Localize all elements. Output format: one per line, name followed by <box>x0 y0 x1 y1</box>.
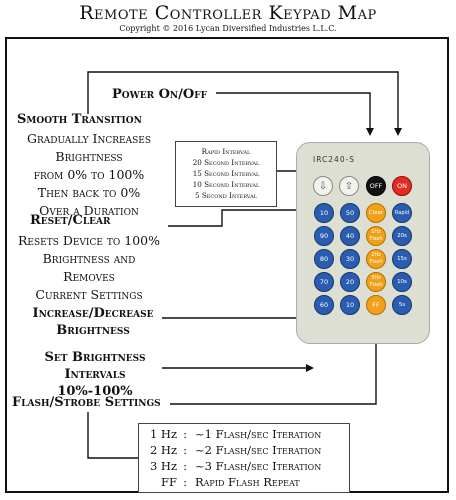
setbr-line: Set Brightness <box>44 350 146 365</box>
reset-clear-heading: Reset/Clear <box>30 213 111 228</box>
interval-legend-item: 5 Second Interval <box>194 191 257 200</box>
interval-legend-item: 15 Second Interval <box>192 169 260 178</box>
page-title: Remote Controller Keypad Map <box>79 2 377 24</box>
flash-row: 2 Hz : ~2 Flash/sec Iteration <box>139 443 349 459</box>
flash-value: ~3 Flash/sec Iteration <box>195 459 322 473</box>
brightness-key[interactable]: 90 <box>314 226 334 246</box>
flash-2hz-button[interactable]: 2Hz Flash <box>366 249 386 269</box>
line-flash-table <box>87 412 138 459</box>
incdec-line: Increase/Decrease <box>32 306 154 321</box>
interval-key[interactable]: 20s <box>392 226 412 246</box>
dim-up-button[interactable]: ⇧ <box>339 176 359 196</box>
reset-line: Brightness and <box>42 251 136 266</box>
flash-sep: : <box>183 427 187 441</box>
flash-key: FF <box>161 475 177 489</box>
interval-key[interactable]: 10s <box>392 272 412 292</box>
dim-down-button[interactable]: ⇩ <box>313 176 333 196</box>
line-flash <box>170 330 377 405</box>
arrowhead-setbr <box>306 364 314 372</box>
reset-line: Removes <box>63 269 115 284</box>
flash-sep: : <box>183 475 187 489</box>
flash-key: 3 Hz <box>149 459 177 473</box>
flash-sep: : <box>183 459 187 473</box>
flash-row: 3 Hz : ~3 Flash/sec Iteration <box>139 459 349 475</box>
flash-table: 1 Hz : ~1 Flash/sec Iteration 2 Hz : ~2 … <box>138 423 350 493</box>
line-power <box>216 92 371 128</box>
flash-key: 1 Hz <box>149 427 177 441</box>
incdec-line: Brightness <box>56 323 130 338</box>
flash-row: 1 Hz : ~1 Flash/sec Iteration <box>139 427 349 443</box>
flash-value: ~2 Flash/sec Iteration <box>195 443 322 457</box>
reset-line: Resets Device to 100% <box>17 233 161 248</box>
brightness-key[interactable]: 10 <box>314 203 334 223</box>
flash-rapid-button[interactable]: FF <box>366 295 386 315</box>
line-smooth <box>87 71 399 128</box>
flash-1hz-button[interactable]: 1Hz Flash <box>366 226 386 246</box>
brightness-key[interactable]: 20 <box>340 272 360 292</box>
arrowhead-power <box>366 128 374 136</box>
brightness-key[interactable]: 70 <box>314 272 334 292</box>
flash-row: FF : Rapid Flash Repeat <box>139 475 349 491</box>
brightness-key[interactable]: 40 <box>340 226 360 246</box>
set-brightness-label: Set Brightness Intervals 10%-100% <box>30 349 160 400</box>
setbr-line: Intervals 10%-100% <box>57 367 133 399</box>
interval-legend-item: 20 Second Interval <box>192 158 260 167</box>
flash-sep: : <box>183 443 187 457</box>
interval-key[interactable]: 15s <box>392 249 412 269</box>
interval-key[interactable]: 5s <box>392 295 412 315</box>
flash-3hz-button[interactable]: 3Hz Flash <box>366 272 386 292</box>
power-label: Power On/Off <box>112 87 207 102</box>
smooth-line: Then back to 0% <box>37 185 141 200</box>
interval-legend-item: Rapid Interval <box>201 147 251 156</box>
interval-key[interactable]: Rapid <box>392 203 412 223</box>
flash-value: ~1 Flash/sec Iteration <box>195 427 322 441</box>
remote-model-label: IRC240-S <box>313 155 356 164</box>
reset-clear-description: Resets Device to 100% Brightness and Rem… <box>4 232 174 304</box>
flash-strobe-heading: Flash/Strobe Settings <box>12 395 161 410</box>
flash-key: 2 Hz <box>149 443 177 457</box>
brightness-key[interactable]: 60 <box>314 295 334 315</box>
brightness-key[interactable]: 80 <box>314 249 334 269</box>
copyright-line: Copyright © 2016 Lycan Diversified Indus… <box>119 24 337 33</box>
brightness-key[interactable]: 50 <box>340 203 360 223</box>
smooth-transition-description: Gradually Increases Brightness from 0% t… <box>4 130 174 220</box>
smooth-line: Gradually Increases <box>26 131 152 146</box>
brightness-key[interactable]: 30 <box>340 249 360 269</box>
increase-decrease-label: Increase/Decrease Brightness <box>18 305 168 339</box>
smooth-transition-heading: Smooth Transition <box>17 112 142 127</box>
smooth-line: from 0% to 100% <box>33 167 145 182</box>
smooth-line: Over a Duration <box>39 203 139 218</box>
interval-legend-item: 10 Second Interval <box>192 180 260 189</box>
interval-legend-box: Rapid Interval 20 Second Interval 15 Sec… <box>175 141 277 207</box>
smooth-line: Brightness <box>55 149 123 164</box>
reset-line: Current Settings <box>35 287 143 302</box>
brightness-key[interactable]: 10 <box>340 295 360 315</box>
arrowhead-smooth <box>394 128 402 136</box>
on-button[interactable]: ON <box>392 176 412 196</box>
off-button[interactable]: OFF <box>366 176 386 196</box>
clear-button[interactable]: Clear <box>366 203 386 223</box>
flash-value: Rapid Flash Repeat <box>195 475 300 489</box>
